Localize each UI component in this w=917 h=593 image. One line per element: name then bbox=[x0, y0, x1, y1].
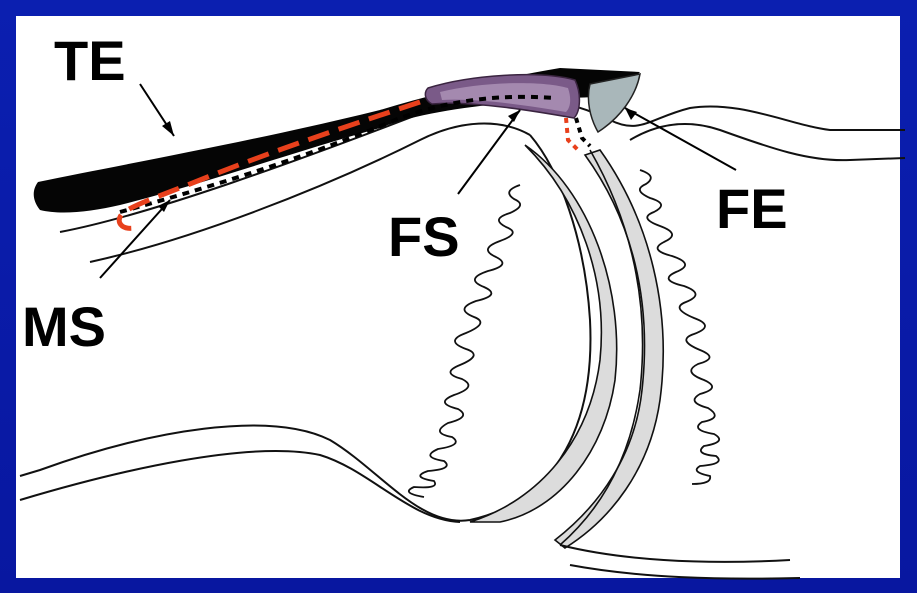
ms-label: MS bbox=[22, 295, 106, 358]
cavity-outline-lower bbox=[20, 451, 460, 522]
te-pointer-arrow bbox=[140, 84, 174, 136]
fs-label: FS bbox=[388, 205, 460, 268]
fe-region bbox=[588, 74, 640, 132]
shaded-crescent-band bbox=[470, 145, 617, 522]
ms-pointer-arrow bbox=[100, 200, 170, 278]
bottom-outline-a bbox=[560, 545, 790, 562]
te-label: TE bbox=[54, 29, 126, 92]
black-dotted-outline-fs bbox=[576, 118, 590, 146]
fe-label: FE bbox=[716, 177, 788, 240]
bottom-outline-b bbox=[570, 565, 800, 579]
fe-pointer-arrow bbox=[625, 108, 736, 170]
